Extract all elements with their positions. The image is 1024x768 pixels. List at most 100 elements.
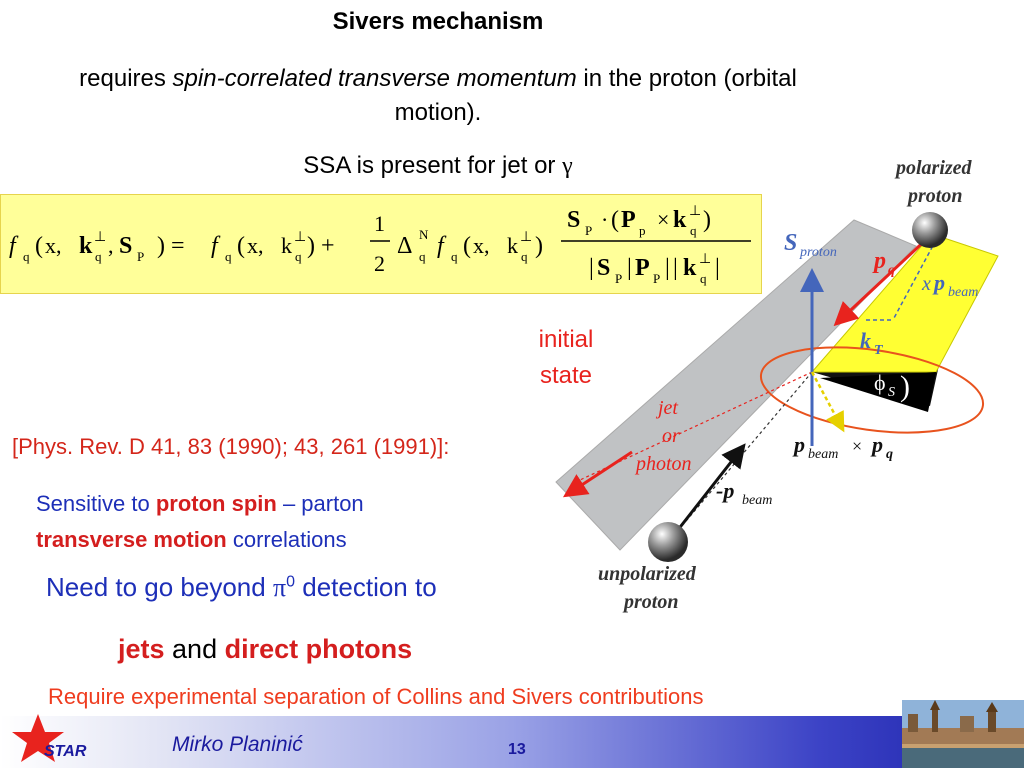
sivers-formula-box: f q ( x, k ⊥ q , S P ) = f q ( x, k ⊥ q … [0, 194, 762, 294]
ssa-text: SSA is present for jet or γ [0, 152, 876, 180]
x-var: x, [247, 233, 264, 258]
beyond-post: detection to [295, 572, 437, 602]
f-symbol: f [437, 233, 447, 259]
star-logo: STAR [12, 714, 87, 762]
photon-label: photon [634, 453, 692, 475]
pq-label: p [872, 248, 886, 274]
jet-label: jet [655, 397, 678, 419]
perp-sup: ⊥ [94, 230, 106, 245]
equals: ) = [157, 233, 185, 259]
jets-and: and [164, 634, 225, 664]
unpolarized-label-1: unpolarized [598, 563, 697, 585]
star-icon [12, 714, 64, 762]
jet-dashed-line [579, 371, 813, 481]
requires-pre: requires [79, 65, 173, 92]
minus-pbeam-arrow [668, 443, 746, 541]
beyond-pre: Need to go beyond [46, 572, 273, 602]
p-sub: P [585, 223, 592, 238]
abs-bar: | [715, 255, 720, 281]
perp-sup: ⊥ [699, 252, 711, 267]
perp-sup: ⊥ [520, 230, 532, 245]
n-sup: N [419, 227, 429, 242]
f-symbol: f [211, 233, 221, 259]
initial-label-line1: initial [538, 326, 594, 353]
author-name: Mirko Planinić [172, 733, 303, 756]
cross-p2: p [870, 432, 883, 457]
sensitive-text: Sensitive to proton spin – parton transv… [36, 486, 506, 558]
ssa-label: SSA is present for jet or [303, 152, 563, 179]
q-sub: q [419, 249, 426, 264]
jets-word: jets [118, 634, 165, 664]
fraction-one: 1 [374, 211, 385, 236]
fraction-two: 2 [374, 251, 385, 276]
unpolarized-proton-ball [648, 522, 688, 562]
p-sub: P [137, 249, 144, 264]
paren-open: ( [35, 233, 43, 259]
paren-close: ) [535, 233, 543, 259]
p-vec: P [621, 207, 636, 233]
paren-open: ( [611, 207, 619, 233]
star-label: STAR [44, 743, 87, 760]
k-vec: k [683, 255, 697, 281]
pi-symbol: π [272, 573, 287, 602]
initial-label-line2: state [539, 362, 593, 389]
plus: ) + [307, 233, 335, 259]
footer-bar [0, 716, 1024, 768]
abs-bar: | [673, 255, 678, 281]
dot-op: · [601, 207, 608, 232]
require-text: Require experimental separation of Colli… [48, 684, 704, 709]
unpolarized-label-2: proton [622, 591, 678, 613]
kt-label: k [860, 328, 871, 353]
cross-times: × [852, 436, 862, 456]
q-sub: q [451, 249, 458, 264]
pi-superscript: 0 [286, 573, 296, 591]
sensitive-pre: Sensitive to [36, 491, 156, 516]
k-scalar: k [507, 233, 518, 258]
requires-text: requires spin-correlated transverse mome… [60, 62, 816, 130]
s-proton-sub: proton [799, 245, 837, 260]
p-sub: P [615, 271, 622, 286]
p-sub: p [639, 223, 646, 238]
initial-state-label: initial state [520, 322, 612, 394]
polarized-label-1: polarized [894, 157, 973, 179]
beyond-text: Need to go beyond π0 detection to [46, 572, 437, 603]
s-vec: S [119, 233, 132, 259]
sensitive-post: correlations [226, 527, 347, 552]
k-vec: k [673, 207, 687, 233]
sivers-diagram: polarized proton unpolarized proton S pr… [555, 157, 999, 613]
s-vec: S [567, 207, 580, 233]
black-wedge [812, 242, 966, 406]
sivers-formula: f q ( x, k ⊥ q , S P ) = f q ( x, k ⊥ q … [9, 204, 751, 286]
q-sub: q [295, 249, 302, 264]
paren-close: ) [703, 207, 711, 233]
xpbeam-dashed [893, 239, 937, 319]
requires-post: in the proton (orbital motion). [394, 65, 797, 126]
delta-symbol: Δ [397, 233, 412, 259]
paren-open: ( [237, 233, 245, 259]
times-op: × [657, 207, 669, 232]
or-label: or [662, 425, 680, 447]
s-vec: S [597, 255, 610, 281]
phi-sub: S [888, 385, 895, 400]
initial-state-ellipse [759, 346, 985, 434]
pq-arrow [833, 232, 934, 327]
xp-x: x [921, 273, 931, 295]
q-sub: q [700, 271, 707, 286]
abs-bar: | [627, 255, 632, 281]
paren-open: ( [463, 233, 471, 259]
q-sub: q [690, 223, 697, 238]
phi-paren: ) [900, 370, 910, 403]
direct-photons-word: direct photons [224, 634, 413, 664]
reference-text: [Phys. Rev. D 41, 83 (1990); 43, 261 (19… [12, 434, 450, 459]
yellow-plane [810, 233, 999, 373]
slide-title: Sivers mechanism [332, 8, 544, 35]
cross-product-arrow [810, 371, 845, 433]
abs-bar: | [665, 255, 670, 281]
minus-pbeam-label: -p [716, 478, 734, 503]
abs-bar: | [589, 255, 594, 281]
gamma-symbol: γ [562, 153, 573, 179]
pq-sub: q [888, 263, 895, 278]
x-var: x, [473, 233, 490, 258]
f-symbol: f [9, 233, 19, 259]
polarized-label-2: proton [906, 185, 962, 207]
